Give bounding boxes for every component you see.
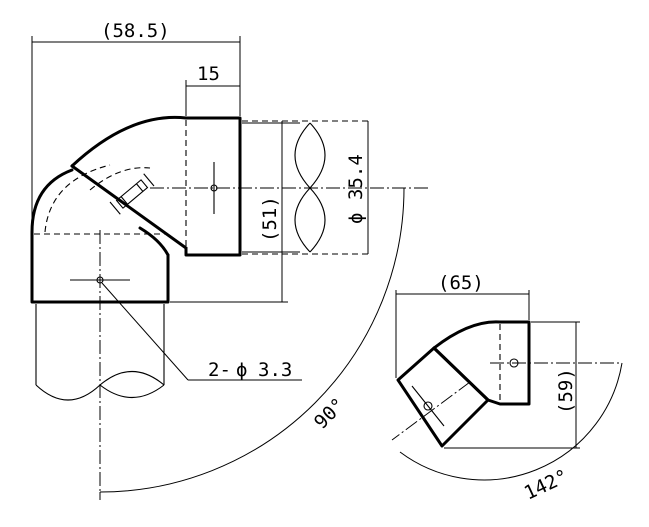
elbow-hidden-arc [44, 164, 111, 233]
dim-diameter-symbol: ϕ [345, 213, 367, 224]
dim-width-main: (58.5) [101, 20, 170, 42]
dim-socket-height: (51) [259, 196, 281, 242]
angle-arc-90 [99, 187, 405, 493]
dim-outer-diameter: 35.4 [345, 154, 367, 200]
small-center-diagonal [391, 381, 471, 441]
small-elbow-view: (65) (59) 142° [391, 272, 623, 505]
small-hole-left-cross [411, 385, 445, 427]
elbow-outer-arc [70, 115, 242, 257]
small-angle-label: 142° [521, 465, 572, 504]
main-elbow-view: (58.5) 15 (51) ϕ 35.4 2- ϕ 3.3 90° [30, 20, 430, 500]
small-dim-height: (59) [555, 368, 577, 414]
angle-label-90: 90° [310, 394, 350, 434]
screw-detail [109, 173, 155, 215]
hole-callout-diameter: 3.3 [258, 359, 292, 381]
hole-callout-count: 2- [208, 359, 231, 381]
elbow-inner-bend [138, 226, 170, 257]
small-angle-arc [399, 362, 623, 481]
small-angled-body [396, 346, 490, 448]
phantom-pipe-end-back [99, 384, 165, 398]
hole-upper [210, 184, 218, 192]
small-dim-width: (65) [438, 272, 484, 294]
elbow-hidden-arc-2 [89, 167, 151, 191]
dim-socket-length: 15 [197, 63, 220, 85]
hole-leader-diagonal [101, 282, 189, 381]
hole-callout-diameter-symbol: ϕ [236, 359, 247, 381]
elbow-joint-line [70, 164, 188, 250]
small-hole-left [423, 401, 433, 411]
hole-lower [96, 276, 104, 284]
small-joint-line [432, 346, 490, 402]
small-hole-right [509, 358, 519, 368]
